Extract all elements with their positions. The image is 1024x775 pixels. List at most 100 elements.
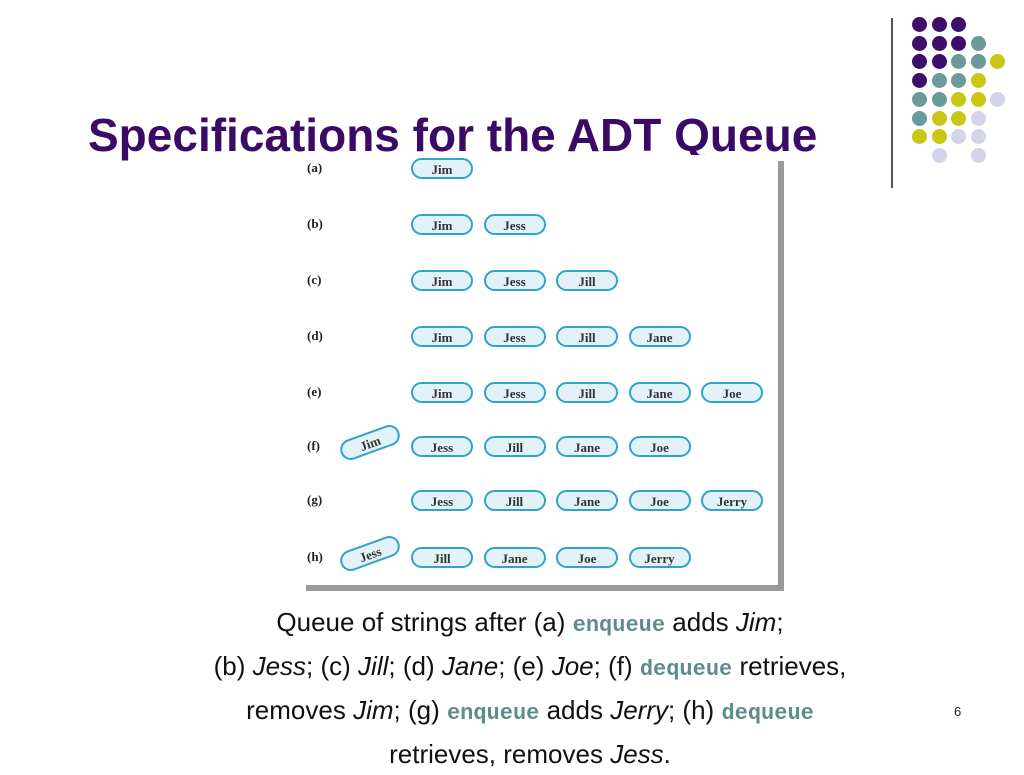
queue-item: Jess [483, 214, 546, 235]
queue-item: Joe [628, 490, 691, 511]
decorative-dot [912, 35, 927, 51]
queue-item: Joe [628, 436, 691, 457]
queue-item: Jim [411, 326, 473, 347]
caption-name: Joe [551, 651, 594, 681]
decorative-dot [970, 129, 986, 145]
caption-text: Queue of strings after (a) [276, 607, 573, 637]
row-label: (a) [307, 160, 323, 175]
queue-item: Jess [483, 382, 546, 403]
caption-text: ; (d) [388, 651, 442, 681]
caption-text: ; (c) [306, 651, 359, 681]
queue-item: Jill [483, 436, 546, 457]
divider-line [891, 18, 893, 188]
queue-item: Jess [411, 436, 473, 457]
decorative-dot [931, 110, 947, 126]
decorative-dot [951, 129, 966, 145]
caption-name: Jerry [610, 695, 668, 725]
queue-item: Jane [556, 436, 618, 457]
caption-name: Jane [441, 651, 499, 681]
code-enqueue: enqueue [572, 613, 666, 638]
caption-text: retrieves, [732, 651, 847, 681]
queue-item: Jill [483, 490, 546, 511]
decorative-dot [912, 91, 927, 107]
caption-text: ; (g) [393, 695, 447, 725]
row-label: (d) [307, 328, 323, 343]
decorative-dot [912, 54, 927, 70]
decorative-dot [931, 17, 947, 32]
row-label: (g) [307, 492, 323, 507]
decorative-dot [931, 54, 947, 70]
queue-item: Jill [556, 382, 618, 403]
queue-item: Jess [483, 326, 546, 347]
decorative-dot [912, 129, 927, 145]
queue-item: Jane [628, 382, 691, 403]
row-label: (f) [307, 438, 320, 453]
queue-item: Jane [556, 490, 618, 511]
decorative-dot [990, 91, 1005, 107]
queue-item: Jim [411, 382, 473, 403]
caption-name: Jess [610, 739, 664, 769]
decorative-dot [970, 35, 986, 51]
code-dequeue: dequeue [639, 657, 733, 682]
decorative-dot [912, 17, 927, 32]
caption-text: retrieves, removes [389, 739, 611, 769]
queue-item: Jill [556, 326, 618, 347]
decorative-dot [931, 73, 947, 89]
row-label: (h) [307, 549, 323, 564]
code-enqueue: enqueue [446, 701, 540, 726]
code-dequeue: dequeue [721, 701, 814, 726]
caption-name: Jim [735, 607, 777, 637]
removed-item: Jim [337, 422, 403, 463]
decorative-dot [912, 73, 927, 89]
queue-item: Joe [556, 547, 618, 568]
decorative-dot [931, 129, 947, 145]
slide-title: Specifications for the ADT Queue [88, 109, 818, 161]
decorative-dot [912, 110, 927, 126]
queue-item: Jill [411, 547, 473, 568]
queue-item: Jerry [628, 547, 691, 568]
decorative-dot [970, 110, 986, 126]
caption-text: ; (f) [593, 651, 640, 681]
queue-item: Jerry [701, 490, 763, 511]
queue-item: Jim [411, 158, 473, 179]
row-label: (e) [307, 384, 322, 399]
decorative-dot [951, 73, 966, 89]
decorative-dot [970, 147, 986, 163]
queue-item: Jill [556, 270, 618, 291]
caption-text: ; (e) [498, 651, 552, 681]
caption-name: Jill [358, 651, 389, 681]
caption-text: adds [539, 695, 611, 725]
decorative-dot [970, 91, 986, 107]
queue-item: Jim [411, 270, 473, 291]
removed-item: Jess [337, 533, 403, 574]
caption-name: Jess [252, 651, 307, 681]
caption-text: removes [246, 695, 354, 725]
decorative-dot [951, 17, 966, 32]
queue-item: Jane [628, 326, 691, 347]
queue-item: Jane [483, 547, 546, 568]
decorative-dot [951, 54, 966, 70]
decorative-dot [951, 91, 966, 107]
decorative-dot [951, 35, 966, 51]
caption-text: . [663, 739, 671, 769]
caption-text: ; (h) [667, 695, 722, 725]
decorative-dot [931, 147, 947, 163]
decorative-dot [970, 54, 986, 70]
decorative-dot [931, 91, 947, 107]
decorative-dot [970, 73, 986, 89]
caption-text: adds [665, 607, 736, 637]
queue-item: Joe [701, 382, 763, 403]
caption: Queue of strings after (a) enqueue adds … [90, 602, 970, 775]
row-label: (b) [307, 216, 323, 231]
caption-text: ; [776, 607, 784, 637]
decorative-dot [951, 110, 966, 126]
queue-item: Jim [411, 214, 473, 235]
decorative-dot [931, 35, 947, 51]
caption-name: Jim [353, 695, 394, 725]
row-label: (c) [307, 272, 322, 287]
page-number: 6 [954, 704, 962, 719]
caption-text: (b) [213, 651, 253, 681]
queue-item: Jess [483, 270, 546, 291]
decorative-dot [990, 54, 1005, 70]
